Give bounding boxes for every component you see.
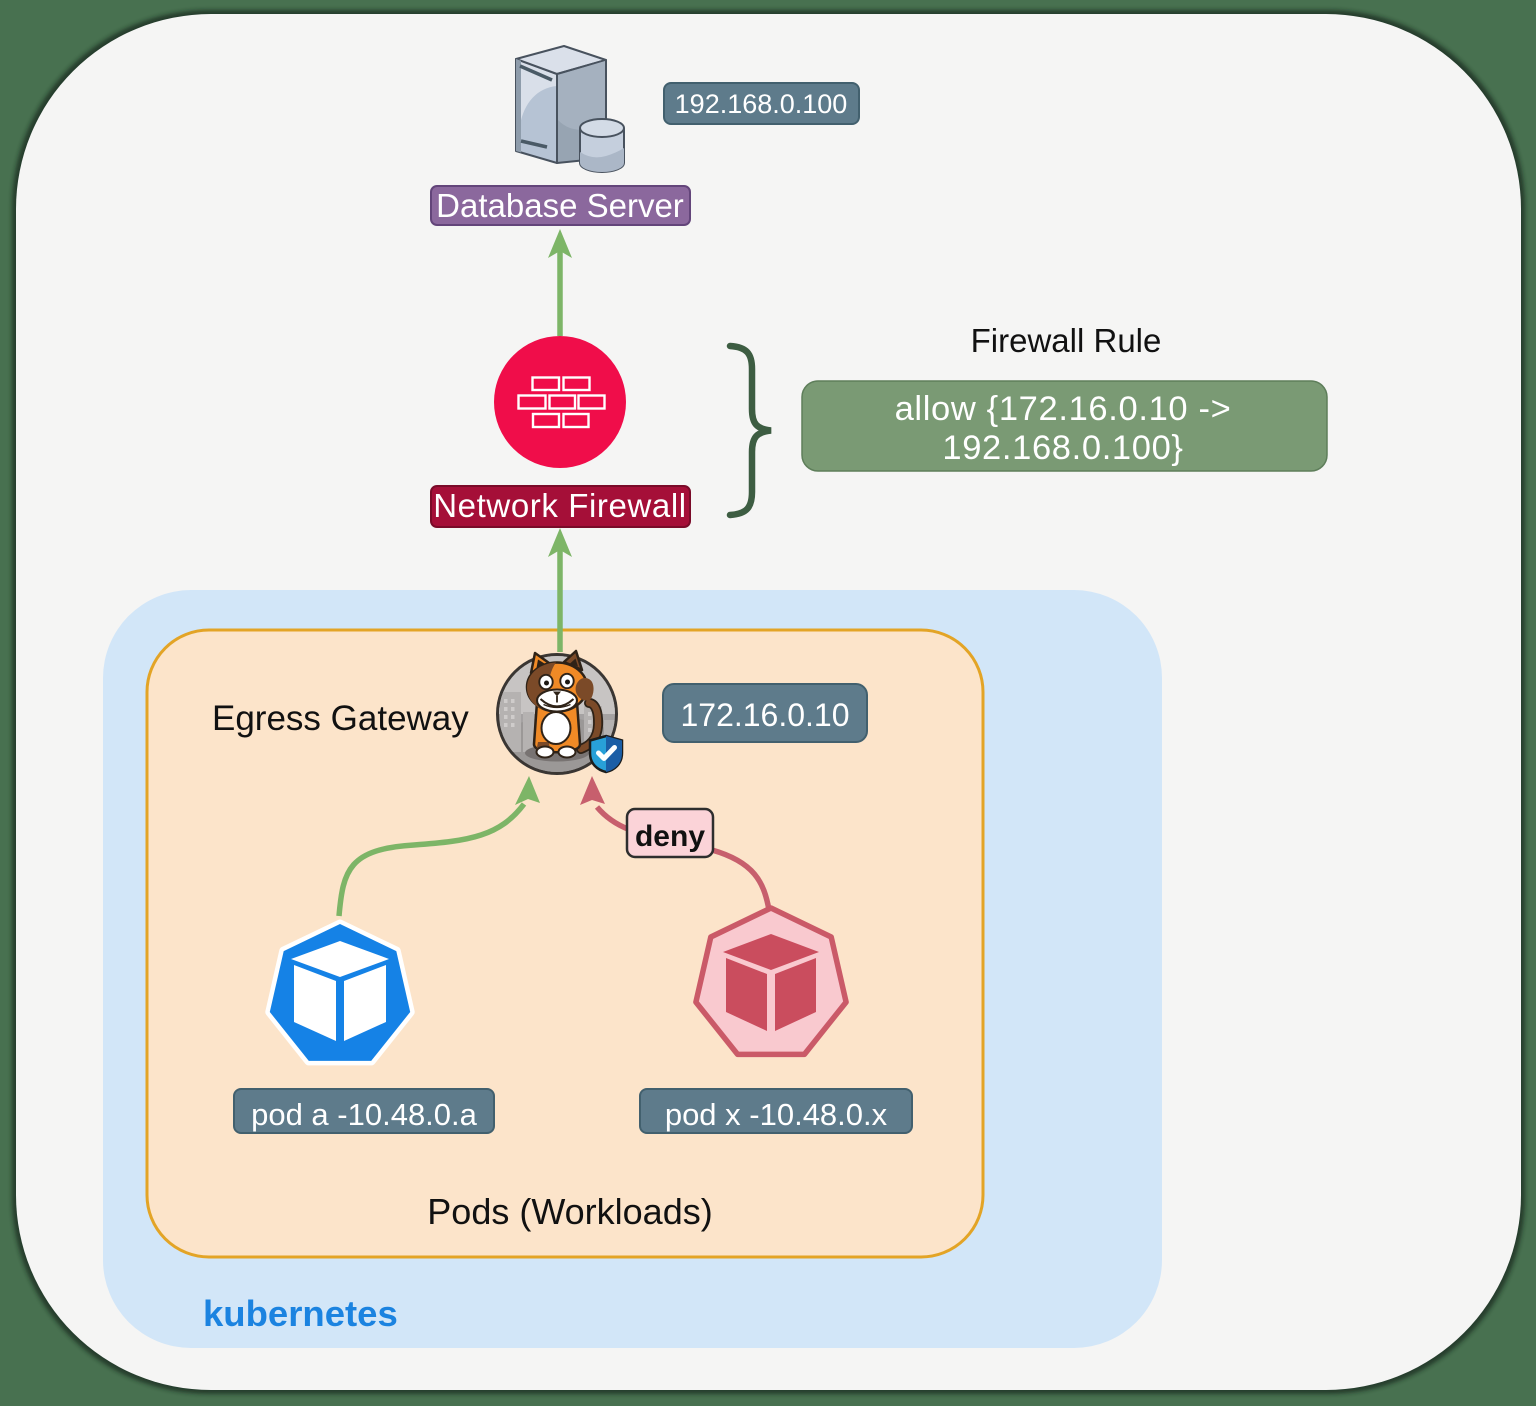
svg-text:Database Server: Database Server (436, 187, 684, 224)
svg-text:kubernetes: kubernetes (203, 1293, 398, 1334)
svg-text:deny: deny (635, 820, 705, 853)
svg-text:pod x -10.48.0.x: pod x -10.48.0.x (665, 1097, 888, 1132)
svg-text:allow {172.16.0.10 ->: allow {172.16.0.10 -> (895, 390, 1232, 428)
svg-text:192.168.0.100: 192.168.0.100 (675, 89, 848, 119)
svg-text:Pods (Workloads): Pods (Workloads) (427, 1191, 712, 1232)
svg-text:192.168.0.100}: 192.168.0.100} (942, 429, 1183, 467)
svg-text:Firewall Rule: Firewall Rule (971, 322, 1162, 359)
svg-text:pod a -10.48.0.a: pod a -10.48.0.a (251, 1097, 478, 1132)
svg-text:Egress Gateway: Egress Gateway (212, 699, 469, 738)
svg-text:172.16.0.10: 172.16.0.10 (680, 697, 849, 733)
svg-text:Network Firewall: Network Firewall (433, 487, 686, 524)
